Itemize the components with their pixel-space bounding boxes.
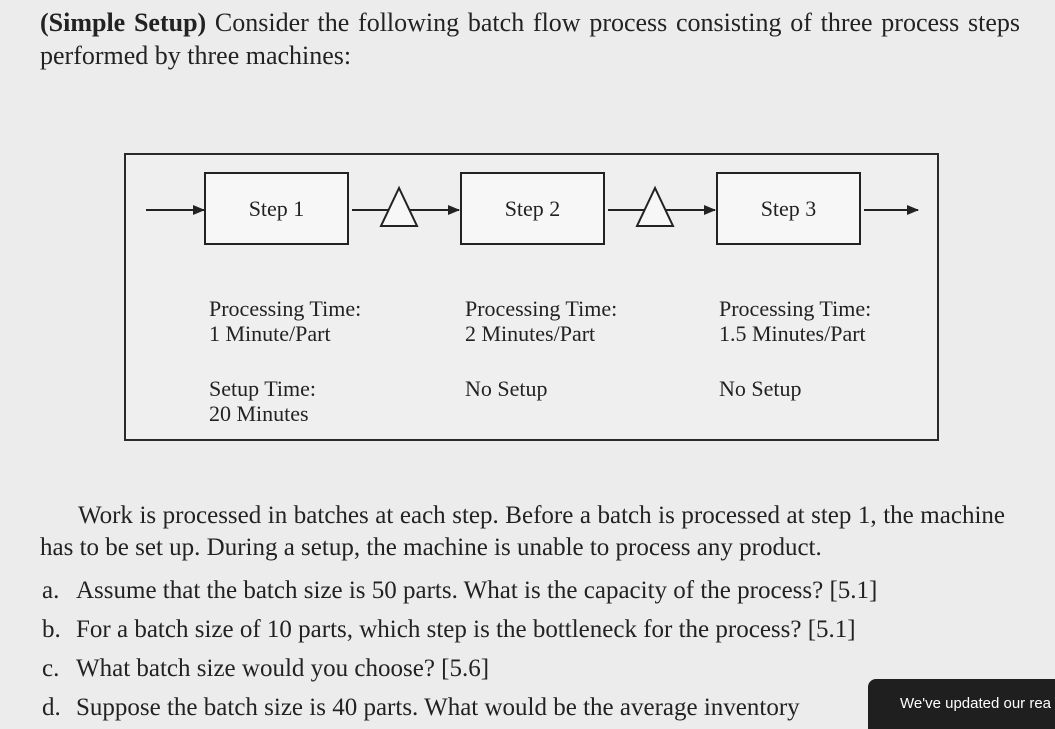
update-notice-text: We've updated our rea bbox=[900, 695, 1052, 712]
question-c: c. What batch size would you choose? [5.6… bbox=[42, 649, 1022, 688]
problem-paragraph: Work is processed in batches at each ste… bbox=[40, 502, 1005, 561]
inventory-triangle-2 bbox=[635, 185, 675, 227]
step-3-box: Step 3 bbox=[716, 172, 861, 245]
flow-arrows bbox=[146, 185, 919, 227]
step-1-setup: Setup Time: 20 Minutes bbox=[209, 376, 316, 426]
problem-intro: (Simple Setup) Consider the following ba… bbox=[40, 6, 1020, 72]
question-d-text: Suppose the batch size is 40 parts. What… bbox=[76, 694, 800, 721]
question-c-text: What batch size would you choose? [5.6] bbox=[76, 655, 490, 682]
step-3-processing-heading: Processing Time: bbox=[719, 296, 872, 321]
step-2-processing-value: 2 Minutes/Part bbox=[465, 321, 596, 346]
step-1-box: Step 1 bbox=[204, 172, 349, 245]
step-2-box: Step 2 bbox=[460, 172, 605, 245]
question-b-text: For a batch size of 10 parts, which step… bbox=[76, 616, 856, 643]
step-3-setup: No Setup bbox=[719, 376, 802, 401]
step-2-label: Step 2 bbox=[504, 195, 561, 221]
question-a-letter: a. bbox=[42, 577, 60, 604]
process-flow-diagram: Step 1 Step 2 Step 3 Processing Time: 1 … bbox=[124, 153, 939, 441]
step-2-setup: No Setup bbox=[465, 376, 548, 401]
step-3-processing-value: 1.5 Minutes/Part bbox=[719, 321, 866, 346]
question-c-letter: c. bbox=[42, 655, 60, 682]
step-1-processing-heading: Processing Time: bbox=[209, 296, 362, 321]
inventory-triangle-1 bbox=[379, 185, 419, 227]
update-notice-toast[interactable]: We've updated our rea bbox=[868, 679, 1055, 729]
step-1-label: Step 1 bbox=[248, 195, 305, 221]
step-2-processing-heading: Processing Time: bbox=[465, 296, 618, 321]
question-d: d. Suppose the batch size is 40 parts. Wh… bbox=[42, 688, 1022, 727]
problem-title: (Simple Setup) bbox=[40, 8, 207, 37]
step-1-processing-value: 1 Minute/Part bbox=[209, 321, 331, 346]
question-list: a. Assume that the batch size is 50 parts… bbox=[42, 571, 1022, 727]
question-a: a. Assume that the batch size is 50 parts… bbox=[42, 571, 1022, 610]
question-a-text: Assume that the batch size is 50 parts. … bbox=[76, 577, 878, 604]
question-b-letter: b. bbox=[42, 616, 61, 643]
question-d-letter: d. bbox=[42, 694, 61, 721]
question-b: b. For a batch size of 10 parts, which st… bbox=[42, 610, 1022, 649]
problem-intro-text: Consider the following batch flow proces… bbox=[40, 8, 1020, 70]
step-3-label: Step 3 bbox=[760, 195, 817, 221]
